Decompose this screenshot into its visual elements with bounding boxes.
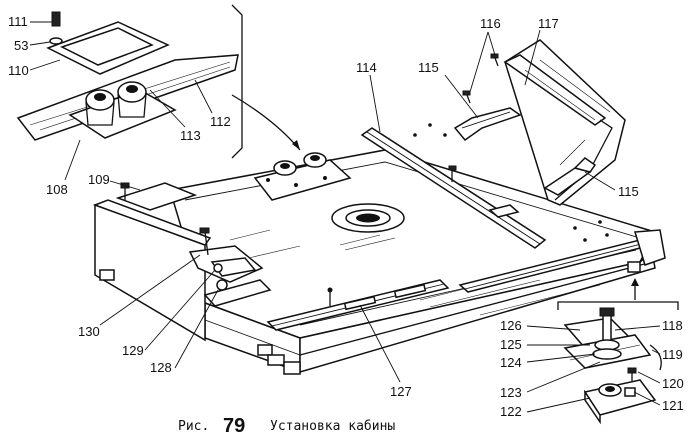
- floor-hatch-ring: [331, 203, 405, 233]
- callout-122: 122: [500, 404, 522, 419]
- callout-110: 110: [8, 63, 29, 78]
- callout-129: 129: [122, 343, 144, 358]
- cross-member-114: [360, 127, 547, 249]
- callout-53: 53: [14, 38, 28, 53]
- callout-108: 108: [46, 182, 68, 197]
- floor-holes: [413, 123, 609, 242]
- callout-130: 130: [78, 324, 100, 339]
- left-front-base: [99, 269, 301, 375]
- callout-128: 128: [150, 360, 172, 375]
- rear-wall-bracket-117: [503, 39, 626, 206]
- bracket-115-lower: [543, 157, 597, 196]
- callout-118: 118: [662, 318, 683, 333]
- callout-125: 125: [500, 337, 522, 352]
- caption-prefix: Рис.: [178, 419, 209, 434]
- callout-127: 127: [390, 384, 412, 399]
- cab-floor-platform: [92, 149, 657, 374]
- figure-caption: Рис. 79 Установка кабины: [178, 415, 395, 437]
- seat-rail-127: [266, 279, 450, 331]
- front-left-mount: [115, 182, 272, 307]
- caption-number: 79: [223, 415, 245, 437]
- callout-116: 116: [480, 16, 501, 31]
- inset-lower-mount: [557, 278, 679, 425]
- callout-112: 112: [210, 114, 231, 129]
- leader-lines: [29, 21, 661, 413]
- callout-111: 111: [8, 14, 28, 29]
- right-corner-post: [627, 229, 666, 273]
- callout-119: 119: [662, 347, 683, 362]
- rear-mount-pad: [253, 152, 352, 201]
- callout-117: 117: [538, 16, 559, 31]
- slotted-plate: [488, 204, 520, 218]
- callout-115a: 115: [418, 60, 439, 75]
- arrow-head: [292, 140, 300, 150]
- callout-114: 114: [356, 60, 377, 75]
- callout-115b: 115: [618, 184, 639, 199]
- callout-121: 121: [662, 398, 684, 413]
- caption-title: Установка кабины: [270, 419, 395, 434]
- callout-labels: 111 53 110 108 113 112 109 114 115 116 1…: [8, 14, 684, 419]
- callout-109: 109: [88, 172, 110, 187]
- callout-126: 126: [500, 318, 522, 333]
- callout-123: 123: [500, 385, 522, 400]
- bracket-115-upper: [453, 107, 522, 142]
- callout-120: 120: [662, 376, 684, 391]
- inset-upper-mount: [16, 4, 243, 159]
- bolts-116: [462, 53, 499, 104]
- floor-bolt: [448, 165, 457, 182]
- callout-113: 113: [180, 128, 201, 143]
- callout-124: 124: [500, 355, 522, 370]
